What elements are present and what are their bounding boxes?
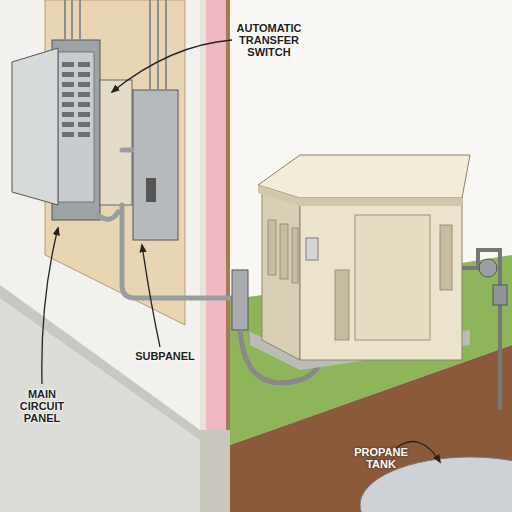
callout-label: MAIN CIRCUIT PANEL (8, 388, 76, 424)
callout-label: AUTOMATIC TRANSFER SWITCH (234, 22, 304, 58)
callout-label: PROPANE TANK (352, 446, 410, 470)
callout-label: SUBPANEL (130, 350, 200, 362)
